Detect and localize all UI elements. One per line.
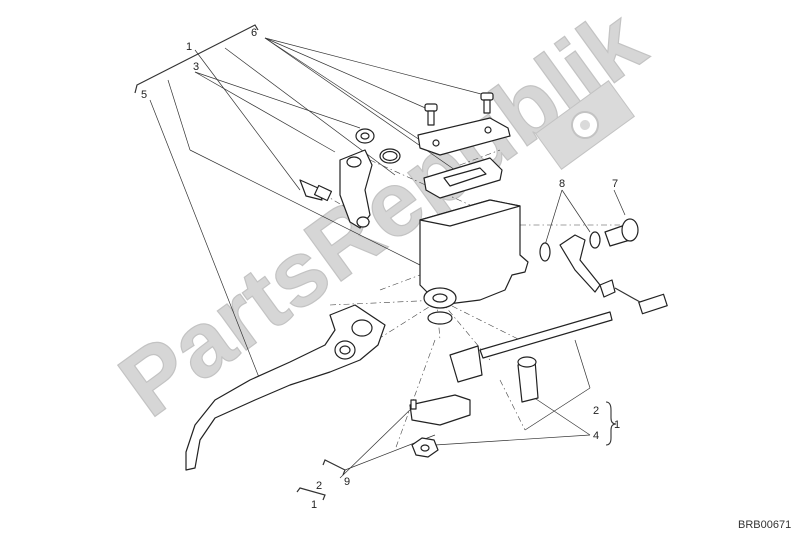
push-rod — [479, 311, 613, 359]
screw-6b — [480, 92, 494, 114]
callout-2-bottom: 2 — [316, 480, 322, 492]
callout-1-bottom: 1 — [311, 499, 317, 511]
callout-4: 4 — [593, 430, 599, 442]
clamp — [339, 149, 373, 229]
gear-logo-icon — [534, 80, 636, 170]
banjo-bolt — [604, 218, 639, 247]
banjo-fitting — [559, 234, 601, 293]
switch-cable — [599, 279, 668, 315]
brace-right — [605, 401, 617, 446]
parts — [185, 92, 668, 471]
group-bracket-bottom — [296, 459, 346, 501]
leader-lines — [149, 37, 626, 479]
screw-6a — [424, 103, 438, 126]
switch-bracket — [409, 394, 471, 426]
callout-1-right: 1 — [614, 419, 620, 431]
clamp-screw — [299, 179, 333, 202]
callout-1-top: 1 — [186, 41, 192, 53]
callout-8: 8 — [559, 178, 565, 190]
callout-6: 6 — [251, 27, 257, 39]
callout-3: 3 — [193, 61, 199, 73]
callout-7: 7 — [612, 178, 618, 190]
callout-2-right: 2 — [593, 405, 599, 417]
callout-9: 9 — [344, 476, 350, 488]
group-bracket-top — [134, 24, 259, 94]
watermark-text: PartsRepublik — [102, 0, 663, 436]
watermark: PartsRepublik — [101, 0, 663, 437]
brake-switch — [449, 345, 483, 383]
callout-labels: 1 6 3 5 8 7 2 1 4 9 2 1 — [141, 27, 620, 511]
small-screw — [410, 399, 417, 410]
callout-5: 5 — [141, 89, 147, 101]
drawing-code: BRB00671 — [738, 519, 791, 531]
